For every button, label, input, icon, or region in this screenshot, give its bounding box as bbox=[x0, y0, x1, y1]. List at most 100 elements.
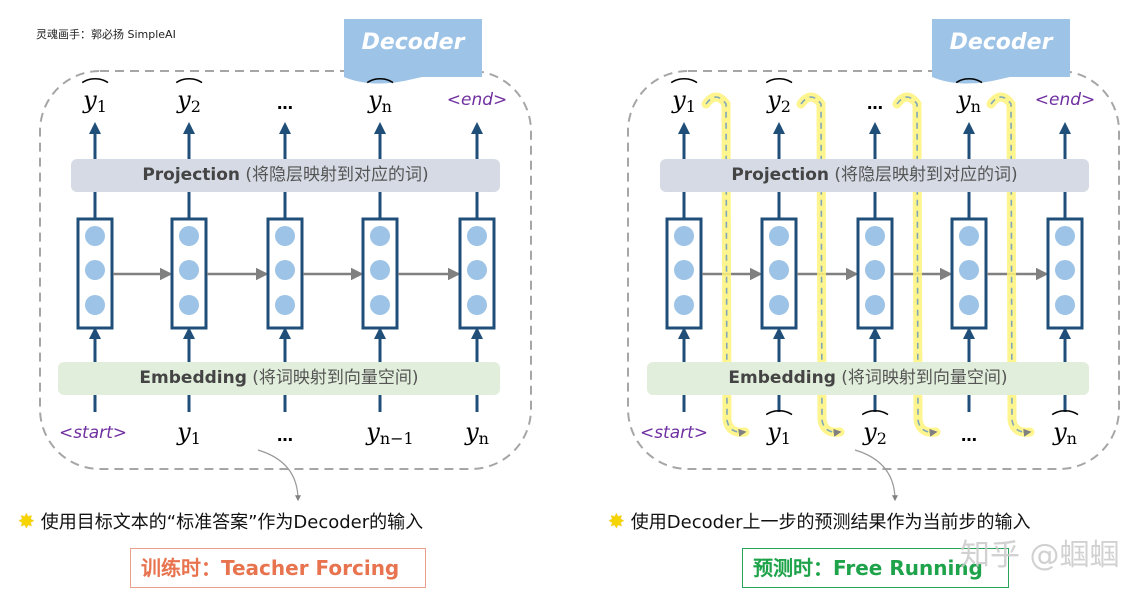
hidden-unit bbox=[865, 295, 885, 315]
symbol: y bbox=[366, 418, 380, 446]
hidden-unit bbox=[959, 226, 979, 246]
projection-desc: (将隐层映射到对应的词) bbox=[829, 165, 1018, 185]
hidden-unit bbox=[275, 295, 295, 315]
symbol: y bbox=[957, 86, 971, 114]
symbol: y bbox=[465, 418, 479, 446]
watermark: 知乎 @蝈蝈 bbox=[960, 538, 1120, 573]
hidden-unit bbox=[865, 226, 885, 246]
hidden-unit bbox=[179, 260, 199, 280]
projection-label: Projection bbox=[142, 165, 241, 185]
decoder-boundary bbox=[39, 70, 532, 470]
input-token: y2⌒ bbox=[861, 408, 889, 448]
embedding-layer: Embedding (将词映射到向量空间) bbox=[58, 362, 500, 395]
symbol: y bbox=[368, 86, 382, 114]
output-token: y2⌒ bbox=[175, 76, 203, 116]
projection-desc: (将隐层映射到对应的词) bbox=[240, 165, 429, 185]
subscript: 2 bbox=[780, 97, 791, 116]
hidden-unit bbox=[1055, 260, 1075, 280]
hat-mark: ⌒ bbox=[765, 408, 793, 432]
subscript: 1 bbox=[780, 429, 791, 448]
hidden-unit bbox=[959, 260, 979, 280]
hidden-unit bbox=[370, 260, 390, 280]
mode-label-prediction: 预测时：Free Running bbox=[742, 548, 1009, 588]
input-token: yn bbox=[465, 418, 489, 448]
subscript: n bbox=[1066, 429, 1077, 448]
subscript: n bbox=[381, 97, 392, 116]
star-icon: ✸ bbox=[18, 509, 35, 533]
hidden-unit bbox=[769, 226, 789, 246]
symbol: y bbox=[767, 418, 781, 446]
embedding-label: Embedding bbox=[728, 368, 836, 388]
subscript: 1 bbox=[685, 97, 696, 116]
input-token: … bbox=[277, 426, 293, 445]
subscript: n−1 bbox=[379, 429, 414, 448]
subscript: n bbox=[478, 429, 489, 448]
hat-mark: ⌒ bbox=[955, 76, 983, 100]
hidden-unit bbox=[769, 295, 789, 315]
input-token: <start> bbox=[58, 423, 128, 443]
projection-label: Projection bbox=[731, 165, 830, 185]
subscript: 1 bbox=[96, 97, 107, 116]
feedback-arrow bbox=[800, 96, 842, 437]
hat-mark: ⌒ bbox=[861, 408, 889, 432]
hidden-unit bbox=[467, 295, 487, 315]
hidden-unit bbox=[674, 226, 694, 246]
callout-arrow bbox=[257, 449, 301, 502]
symbol: y bbox=[767, 86, 781, 114]
hidden-unit bbox=[85, 226, 105, 246]
hidden-unit bbox=[769, 260, 789, 280]
hidden-unit bbox=[370, 226, 390, 246]
subscript: 2 bbox=[190, 97, 201, 116]
hat-mark: ⌒ bbox=[1051, 408, 1079, 432]
output-token: yn⌒ bbox=[366, 76, 394, 116]
hidden-unit bbox=[959, 295, 979, 315]
decoder-tag: Decoder bbox=[344, 19, 482, 77]
hat-mark: ⌒ bbox=[366, 76, 394, 100]
free-running-note: ✸使用Decoder上一步的预测结果作为当前步的输入 bbox=[608, 508, 1031, 534]
feedback-arrow bbox=[896, 96, 938, 437]
output-token: … bbox=[867, 94, 883, 113]
feedback-arrow bbox=[990, 96, 1032, 437]
hat-mark: ⌒ bbox=[765, 76, 793, 100]
hidden-unit bbox=[674, 260, 694, 280]
author-credit: 灵魂画手：郭必扬 SimpleAI bbox=[36, 28, 176, 41]
input-token: yn−1 bbox=[366, 418, 413, 448]
free-running-panel: Decoder Projection (将隐层映射到对应的词) Embeddin… bbox=[590, 0, 1143, 596]
projection-layer: Projection (将隐层映射到对应的词) bbox=[71, 159, 500, 192]
input-token: y1 bbox=[177, 418, 201, 448]
input-token: y1⌒ bbox=[765, 408, 793, 448]
input-token: <start> bbox=[639, 423, 709, 443]
note-text: 使用目标文本的“标准答案”作为Decoder的输入 bbox=[40, 512, 424, 533]
hat-mark: ⌒ bbox=[81, 76, 109, 100]
feedback-arrow bbox=[705, 96, 747, 437]
output-token: y2⌒ bbox=[765, 76, 793, 116]
hidden-unit bbox=[370, 295, 390, 315]
decoder-tag: Decoder bbox=[932, 19, 1070, 77]
subscript: 1 bbox=[190, 429, 201, 448]
symbol: y bbox=[863, 418, 877, 446]
output-token: y1⌒ bbox=[670, 76, 698, 116]
output-token: <end> bbox=[446, 90, 508, 110]
hidden-unit bbox=[865, 260, 885, 280]
subscript: n bbox=[970, 97, 981, 116]
hidden-unit bbox=[275, 226, 295, 246]
hidden-unit bbox=[85, 295, 105, 315]
callout-arrow bbox=[854, 449, 898, 502]
mode-label-training: 训练时：Teacher Forcing bbox=[130, 548, 426, 588]
projection-layer: Projection (将隐层映射到对应的词) bbox=[660, 159, 1089, 192]
hidden-unit bbox=[85, 260, 105, 280]
hidden-unit bbox=[179, 226, 199, 246]
output-token: yn⌒ bbox=[955, 76, 983, 116]
hidden-unit bbox=[674, 295, 694, 315]
teacher-forcing-panel: Decoder Projection (将隐层映射到对应的词) Embeddin… bbox=[0, 0, 571, 596]
hidden-unit bbox=[467, 260, 487, 280]
symbol: y bbox=[1053, 418, 1067, 446]
hat-mark: ⌒ bbox=[670, 76, 698, 100]
output-token: y1⌒ bbox=[81, 76, 109, 116]
hidden-unit bbox=[179, 295, 199, 315]
symbol: y bbox=[672, 86, 686, 114]
subscript: 2 bbox=[876, 429, 887, 448]
symbol: y bbox=[83, 86, 97, 114]
embedding-label: Embedding bbox=[139, 368, 247, 388]
output-token: <end> bbox=[1034, 90, 1096, 110]
